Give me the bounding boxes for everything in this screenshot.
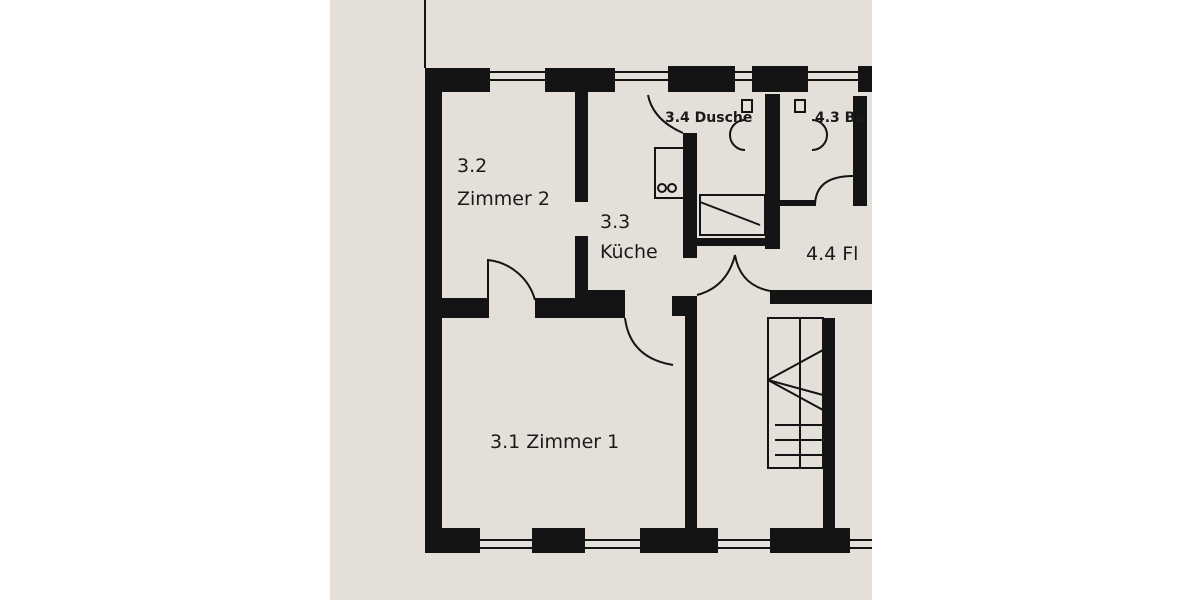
walls [425, 66, 872, 553]
room-3-3-name: Küche [600, 241, 658, 263]
room-3-1-label: 3.1 Zimmer 1 [490, 431, 619, 453]
room-3-4-label: 3.4 Dusche [665, 110, 752, 126]
room-3-2-name: Zimmer 2 [457, 188, 550, 210]
fixtures [487, 94, 854, 469]
room-3-3-number: 3.3 [600, 211, 630, 233]
room-3-2-number: 3.2 [457, 155, 487, 177]
room-4-4-label: 4.4 Fl [806, 243, 858, 265]
room-4-3-label: 4.3 Ba [815, 110, 865, 126]
